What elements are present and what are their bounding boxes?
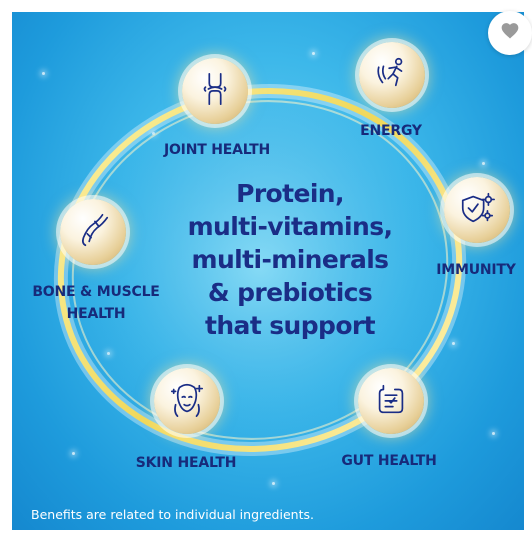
joint-health-medallion bbox=[182, 58, 248, 124]
intestine-icon bbox=[372, 380, 410, 422]
product-image-panel: JOINT HEALTH ENERGY bbox=[12, 12, 524, 530]
leg-bone-icon bbox=[74, 211, 112, 253]
gut-health-medallion bbox=[358, 368, 424, 434]
sparkle bbox=[452, 342, 455, 345]
knee-joint-icon bbox=[196, 70, 234, 112]
sparkle bbox=[72, 452, 75, 455]
energy-medallion bbox=[359, 42, 425, 108]
bone-muscle-medallion bbox=[60, 199, 126, 265]
sparkle bbox=[42, 72, 45, 75]
gut-health-label: GUT HEALTH bbox=[341, 453, 437, 469]
headline-line: & prebiotics bbox=[207, 278, 373, 307]
headline-line: multi-vitamins, bbox=[187, 212, 393, 241]
skin-health-label: SKIN HEALTH bbox=[135, 455, 237, 471]
heart-icon bbox=[500, 21, 520, 45]
headline: Protein, multi-vitamins, multi-minerals … bbox=[160, 177, 420, 342]
sparkle bbox=[482, 162, 485, 165]
footnote: Benefits are related to individual ingre… bbox=[31, 507, 314, 522]
running-person-icon bbox=[373, 54, 411, 96]
joint-health-label: JOINT HEALTH bbox=[163, 142, 271, 158]
skin-health-medallion bbox=[154, 368, 220, 434]
immunity-label: IMMUNITY bbox=[436, 262, 516, 278]
shield-virus-icon bbox=[458, 189, 496, 231]
face-sparkle-icon bbox=[168, 380, 206, 422]
headline-line: that support bbox=[205, 311, 376, 340]
sparkle bbox=[492, 432, 495, 435]
bone-muscle-label-line1: BONE & MUSCLE bbox=[32, 284, 160, 300]
favorite-button[interactable] bbox=[488, 11, 532, 55]
headline-line: Protein, bbox=[236, 179, 344, 208]
headline-line: multi-minerals bbox=[191, 245, 390, 274]
energy-label: ENERGY bbox=[360, 123, 422, 139]
sparkle bbox=[272, 482, 275, 485]
sparkle bbox=[312, 52, 315, 55]
immunity-medallion bbox=[444, 177, 510, 243]
bone-muscle-label-line2: HEALTH bbox=[66, 306, 126, 322]
